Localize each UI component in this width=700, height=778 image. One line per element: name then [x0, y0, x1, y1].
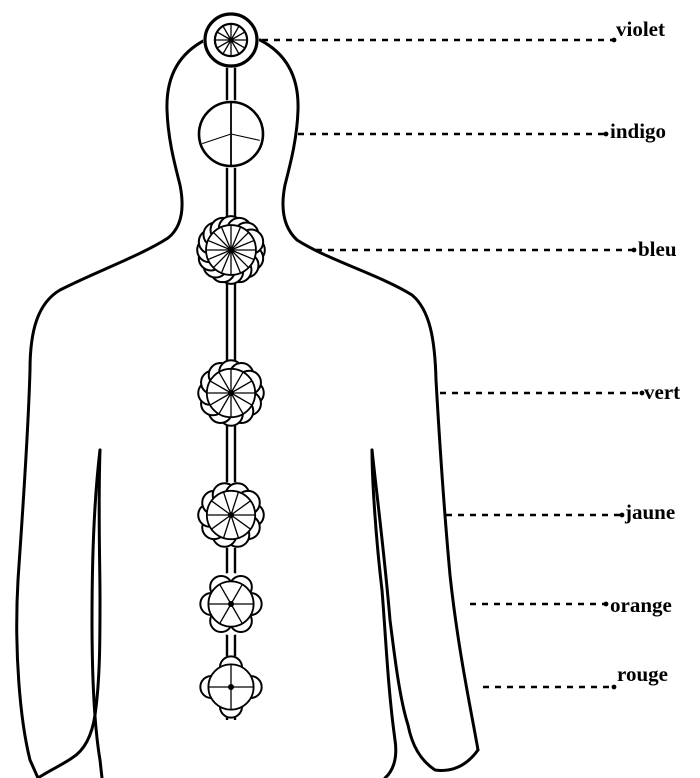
chakra-sacral	[200, 573, 262, 635]
chakra-crown	[203, 12, 259, 68]
body-outline-right	[260, 40, 478, 750]
label-orange: orange	[610, 593, 672, 617]
chakra-throat	[197, 216, 265, 284]
label-bleu: bleu	[638, 237, 677, 261]
label-rouge: rouge	[617, 662, 668, 686]
chakra-solar-center	[228, 512, 234, 518]
chakra-heart-center	[228, 390, 234, 396]
chakra-heart	[198, 360, 264, 426]
body-outline	[17, 40, 205, 778]
chakra-root-center	[228, 684, 234, 690]
label-violet: violet	[616, 17, 665, 41]
label-indigo: indigo	[610, 119, 666, 143]
chakra-throat-center	[228, 247, 234, 253]
leader-rouge-dot	[612, 685, 617, 690]
leader-indigo-dot	[604, 132, 609, 137]
chakra-solar	[198, 482, 264, 548]
leader-orange-dot	[604, 602, 609, 607]
right-armpit-outline	[372, 450, 396, 778]
chakra-root	[200, 656, 262, 718]
leader-jaune-dot	[620, 513, 625, 518]
label-jaune: jaune	[624, 500, 675, 524]
leader-bleu-dot	[632, 248, 637, 253]
chakra-brow	[197, 100, 265, 168]
label-vert: vert	[644, 380, 680, 404]
right-arm-outline	[372, 450, 478, 770]
chakra-crown-center	[229, 38, 234, 43]
chakra-layer	[197, 12, 265, 718]
chakra-sacral-center	[228, 601, 234, 607]
